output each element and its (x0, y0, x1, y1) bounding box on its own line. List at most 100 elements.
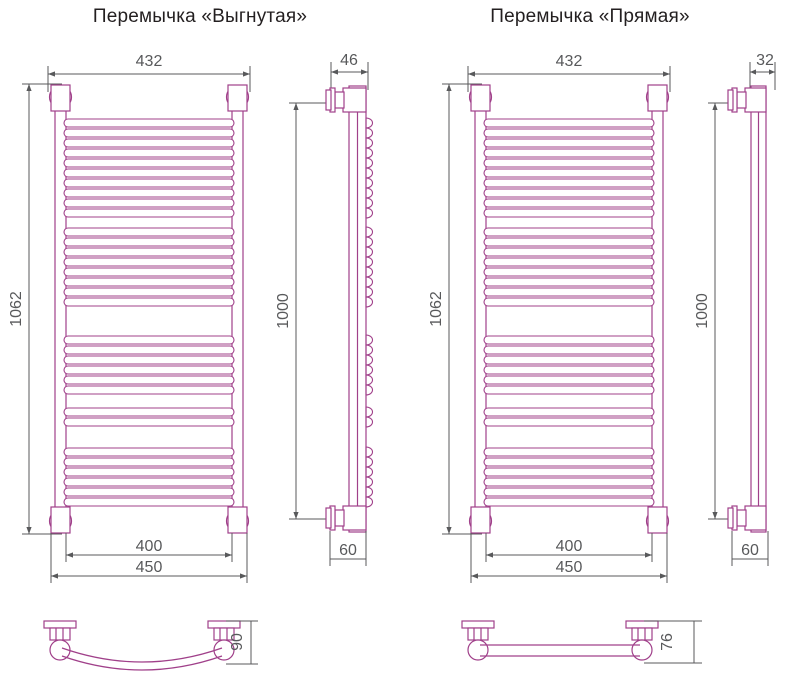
rung (63, 148, 235, 158)
rung-end-profile (365, 197, 374, 209)
rung-end-profile (365, 384, 374, 396)
rung (483, 257, 655, 267)
rung-end-profile (365, 374, 374, 386)
side-body-curved (348, 85, 367, 533)
rung (63, 355, 235, 365)
corner-fitting-bottom-left-curved (48, 506, 73, 534)
side-view-curved: 46 1000 (275, 52, 374, 566)
dim-label-bottom-depth-curved: 90 (229, 633, 246, 651)
rung (63, 477, 235, 487)
rung (483, 128, 655, 138)
rung-end-profile (365, 137, 374, 149)
rung (63, 365, 235, 375)
rung-end-profile (365, 344, 374, 356)
bottom-bracket-right-straight (625, 620, 659, 641)
front-view-curved: 432 1062 (8, 53, 251, 583)
rung (63, 128, 235, 138)
dim-height-curved (22, 83, 62, 535)
dim-label-foot-outer-straight: 450 (556, 559, 583, 576)
rung (483, 297, 655, 307)
rung (483, 168, 655, 178)
dim-bottom-depth-curved (226, 620, 258, 665)
rung (63, 335, 235, 345)
rung-end-profile (365, 177, 374, 189)
corner-fitting-top-left-straight (468, 84, 493, 112)
rung (483, 497, 655, 507)
rung (483, 365, 655, 375)
dim-height-side-curved (289, 102, 340, 520)
rung (483, 198, 655, 208)
rung (483, 277, 655, 287)
side-view-straight: 32 1000 (694, 52, 776, 566)
rung (483, 287, 655, 297)
rung (483, 477, 655, 487)
rung-end-profile (365, 354, 374, 366)
rung-group-curved (63, 118, 235, 507)
rung-end-profile (365, 334, 374, 346)
dim-foot-outer-curved (50, 533, 248, 583)
dim-label-height-side-curved: 1000 (275, 293, 292, 329)
dim-label-height-straight: 1062 (428, 291, 445, 327)
dim-label-base-straight: 60 (741, 542, 759, 559)
rung (63, 158, 235, 168)
rung-end-profile (365, 266, 374, 278)
dim-label-base-curved: 60 (339, 542, 357, 559)
bottom-bracket-left-curved (43, 620, 77, 641)
rung-end-profile (365, 117, 374, 129)
rung-end-profile (365, 416, 374, 428)
rung-end-profile (365, 276, 374, 288)
corner-fitting-bottom-right-curved (225, 506, 250, 534)
rung (483, 385, 655, 395)
rung (483, 487, 655, 497)
rung (63, 118, 235, 128)
dim-label-depth-curved: 46 (340, 52, 358, 69)
rung (483, 247, 655, 257)
rung (63, 168, 235, 178)
rung-end-profile (365, 296, 374, 308)
rung (483, 118, 655, 128)
rung (63, 345, 235, 355)
dim-bottom-depth-straight (644, 620, 702, 664)
dim-depth-curved (330, 62, 369, 90)
rung (483, 158, 655, 168)
corner-fitting-bottom-right-straight (645, 506, 670, 534)
rung (483, 417, 655, 427)
rung-end-profile (365, 286, 374, 298)
rung-end-profile (365, 364, 374, 376)
rung (63, 208, 235, 218)
rung (63, 287, 235, 297)
dim-label-foot-outer-curved: 450 (136, 559, 163, 576)
rung-end-profile (365, 157, 374, 169)
dim-depth-straight (749, 62, 776, 90)
dim-label-width-curved: 432 (136, 53, 163, 70)
rung (63, 247, 235, 257)
rung (63, 457, 235, 467)
bottom-joint-right-straight (631, 639, 653, 661)
rung-profile-group-curved (365, 117, 374, 508)
rung (483, 188, 655, 198)
rung (63, 257, 235, 267)
bottom-view-straight: 76 (461, 620, 702, 664)
dim-width-curved (47, 66, 251, 92)
corner-fitting-top-right-straight (645, 84, 670, 112)
rung (63, 198, 235, 208)
rung (63, 267, 235, 277)
title-curved-variant: Перемычка «Выгнутая» (92, 6, 308, 27)
rung (63, 407, 235, 417)
corner-fitting-bottom-left-straight (468, 506, 493, 534)
dim-label-foot-inner-curved: 400 (136, 538, 163, 555)
rung (483, 355, 655, 365)
rung (63, 417, 235, 427)
dim-label-depth-straight: 32 (756, 52, 774, 69)
dim-base-straight (731, 531, 769, 566)
dim-width-straight (467, 66, 671, 92)
rung (483, 178, 655, 188)
rung (63, 188, 235, 198)
rung-end-profile (365, 466, 374, 478)
corner-fitting-top-left-curved (48, 84, 73, 112)
rung (483, 208, 655, 218)
bottom-view-curved: 90 (43, 620, 258, 671)
rung-end-profile (365, 476, 374, 488)
